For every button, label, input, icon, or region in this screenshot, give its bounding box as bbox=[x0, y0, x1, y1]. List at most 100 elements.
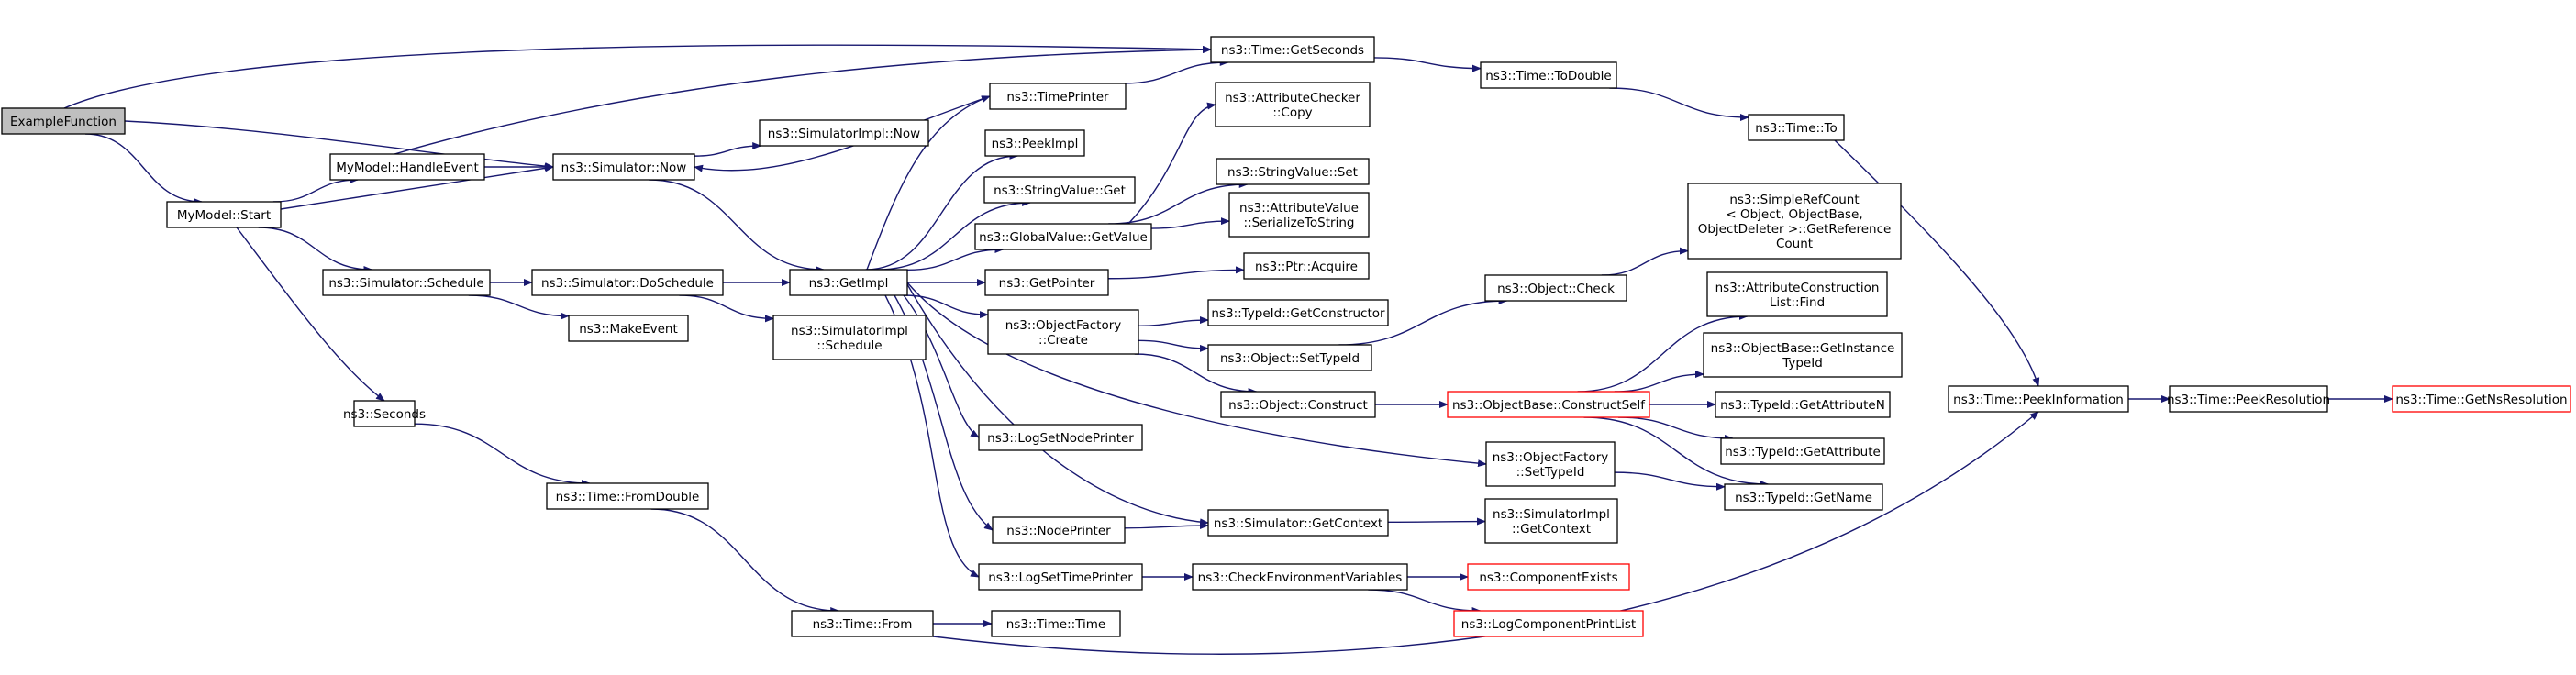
node-box bbox=[978, 424, 1143, 451]
node-n2[interactable]: MyModel::Start bbox=[166, 201, 282, 228]
node-label: ns3::Time::GetNsResolution bbox=[2395, 393, 2567, 407]
node-n31[interactable]: ns3::CheckEnvironmentVariables bbox=[1192, 563, 1408, 591]
edge-n35-to-n46 bbox=[1583, 416, 1770, 488]
node-n12[interactable]: ns3::SimulatorImpl::Schedule bbox=[772, 315, 927, 360]
edge-n13-to-n3 bbox=[694, 95, 991, 172]
node-box bbox=[1447, 391, 1650, 418]
node-n47[interactable]: ns3::Time::PeekInformation bbox=[1948, 385, 2129, 413]
node-n35[interactable]: ns3::ObjectBase::ConstructSelf bbox=[1447, 391, 1650, 418]
node-n33[interactable]: ns3::Time::ToDouble bbox=[1480, 61, 1617, 89]
edge-n20-to-n30 bbox=[1124, 522, 1209, 530]
node-label: ns3::SimulatorImpl bbox=[1493, 507, 1610, 522]
edge-n9-to-n10 bbox=[650, 508, 840, 614]
node-n9[interactable]: ns3::Time::FromDouble bbox=[546, 482, 709, 510]
node-label: ::GetContext bbox=[1512, 522, 1591, 537]
node-n15[interactable]: ns3::StringValue::Get bbox=[983, 176, 1136, 204]
node-n45[interactable]: ns3::TypeId::GetAttribute bbox=[1720, 437, 1885, 465]
node-n3[interactable]: ns3::Simulator::Now bbox=[552, 153, 695, 181]
edge-n35-to-n45 bbox=[1618, 416, 1734, 442]
node-n16[interactable]: ns3::GlobalValue::GetValue bbox=[974, 223, 1152, 250]
node-box bbox=[1215, 82, 1371, 127]
node-label: ::Schedule bbox=[816, 338, 882, 353]
node-box bbox=[1484, 498, 1618, 544]
node-n13[interactable]: ns3::TimePrinter bbox=[989, 83, 1127, 110]
node-box bbox=[1216, 158, 1370, 185]
edge-n11-to-n15 bbox=[877, 199, 1032, 271]
edge-n40-to-n47 bbox=[1834, 139, 2040, 387]
node-n46[interactable]: ns3::TypeId::GetName bbox=[1724, 483, 1883, 511]
node-n19[interactable]: ns3::LogSetNodePrinter bbox=[978, 424, 1143, 451]
node-n34[interactable]: ns3::Object::Check bbox=[1484, 274, 1627, 302]
node-n8[interactable]: ns3::MakeEvent bbox=[568, 315, 689, 342]
node-n11[interactable]: ns3::GetImpl bbox=[789, 269, 908, 296]
node-n37[interactable]: ns3::SimulatorImpl::GetContext bbox=[1484, 498, 1618, 544]
node-n17[interactable]: ns3::GetPointer bbox=[984, 269, 1109, 296]
edge-n33-to-n40 bbox=[1609, 87, 1749, 122]
node-box bbox=[1687, 183, 1902, 260]
node-label: ns3::GetImpl bbox=[809, 276, 889, 291]
node-n38[interactable]: ns3::ComponentExists bbox=[1467, 563, 1630, 591]
node-n27[interactable]: ns3::TypeId::GetConstructor bbox=[1207, 299, 1389, 326]
node-n6[interactable]: ns3::SimulatorImpl::Now bbox=[759, 119, 929, 147]
node-n28[interactable]: ns3::Object::SetTypeId bbox=[1207, 344, 1372, 371]
node-n26[interactable]: ns3::Ptr::Acquire bbox=[1243, 252, 1370, 280]
node-n32[interactable]: ns3::Time::Time bbox=[991, 610, 1121, 637]
node-n36[interactable]: ns3::ObjectFactory::SetTypeId bbox=[1485, 441, 1616, 487]
node-n21[interactable]: ns3::LogSetTimePrinter bbox=[978, 563, 1143, 591]
node-n7[interactable]: ns3::Simulator::DoSchedule bbox=[531, 269, 724, 296]
node-box bbox=[1485, 441, 1616, 487]
node-label: ns3::ObjectFactory bbox=[1005, 318, 1122, 333]
node-label: ObjectDeleter >::GetReference bbox=[1698, 222, 1892, 237]
node-box bbox=[1467, 563, 1630, 591]
node-n23[interactable]: ns3::AttributeChecker::Copy bbox=[1215, 82, 1371, 127]
node-n49[interactable]: ns3::Time::GetNsResolution bbox=[2392, 385, 2571, 413]
node-box bbox=[1207, 344, 1372, 371]
node-n44[interactable]: ns3::TypeId::GetAttributeN bbox=[1715, 391, 1891, 418]
edge-n30-to-n37 bbox=[1387, 517, 1486, 526]
node-label: ns3::Time::FromDouble bbox=[556, 490, 700, 504]
node-n41[interactable]: ns3::SimpleRefCount< Object, ObjectBase,… bbox=[1687, 183, 1902, 260]
node-label: ns3::NodePrinter bbox=[1006, 524, 1111, 538]
node-box bbox=[568, 315, 689, 342]
node-n0[interactable]: ExampleFunction bbox=[1, 107, 126, 135]
node-label: ns3::Simulator::GetContext bbox=[1214, 516, 1382, 531]
node-n5[interactable]: ns3::Seconds bbox=[343, 400, 426, 427]
edge-n28-to-n34 bbox=[1338, 297, 1508, 346]
node-box bbox=[984, 269, 1109, 296]
edge-n11-to-n30 bbox=[906, 283, 1209, 526]
node-box bbox=[1948, 385, 2129, 413]
node-n39[interactable]: ns3::LogComponentPrintList bbox=[1453, 610, 1644, 637]
edge-n35-to-n42 bbox=[1577, 313, 1749, 393]
edges-layer bbox=[63, 44, 2393, 655]
node-n1[interactable]: MyModel::HandleEvent bbox=[329, 153, 485, 181]
node-n4[interactable]: ns3::Simulator::Schedule bbox=[322, 269, 491, 296]
node-n48[interactable]: ns3::Time::PeekResolution bbox=[2167, 385, 2330, 413]
node-n29[interactable]: ns3::Object::Construct bbox=[1220, 391, 1376, 418]
node-n40[interactable]: ns3::Time::To bbox=[1748, 114, 1845, 141]
node-label: ns3::TypeId::GetName bbox=[1735, 491, 1872, 505]
node-label: Count bbox=[1776, 237, 1813, 251]
edge-n31-to-n39 bbox=[1368, 589, 1482, 614]
node-label: ns3::Simulator::DoSchedule bbox=[541, 276, 714, 291]
node-label: ns3::Seconds bbox=[343, 407, 426, 422]
node-box bbox=[789, 269, 908, 296]
node-n18[interactable]: ns3::ObjectFactory::Create bbox=[987, 309, 1139, 355]
node-label: ns3::TypeId::GetAttributeN bbox=[1720, 398, 1885, 413]
node-label: ns3::Simulator::Now bbox=[561, 160, 687, 175]
node-n20[interactable]: ns3::NodePrinter bbox=[992, 516, 1126, 544]
node-n30[interactable]: ns3::Simulator::GetContext bbox=[1207, 509, 1389, 537]
node-n10[interactable]: ns3::Time::From bbox=[791, 610, 934, 637]
node-n24[interactable]: ns3::StringValue::Set bbox=[1216, 158, 1370, 185]
node-n22[interactable]: ns3::Time::GetSeconds bbox=[1210, 36, 1375, 63]
node-label: ::Create bbox=[1038, 333, 1088, 348]
edge-n2-to-n4 bbox=[258, 227, 373, 273]
node-label: ns3::ObjectBase::ConstructSelf bbox=[1452, 398, 1646, 413]
edge-n3-to-n6 bbox=[694, 142, 762, 157]
node-n25[interactable]: ns3::AttributeValue::SerializeToString bbox=[1228, 192, 1370, 238]
node-label: ns3::AttributeChecker bbox=[1225, 91, 1360, 105]
node-label: ns3::Time::From bbox=[813, 617, 913, 632]
node-n14[interactable]: ns3::PeekImpl bbox=[984, 129, 1085, 157]
